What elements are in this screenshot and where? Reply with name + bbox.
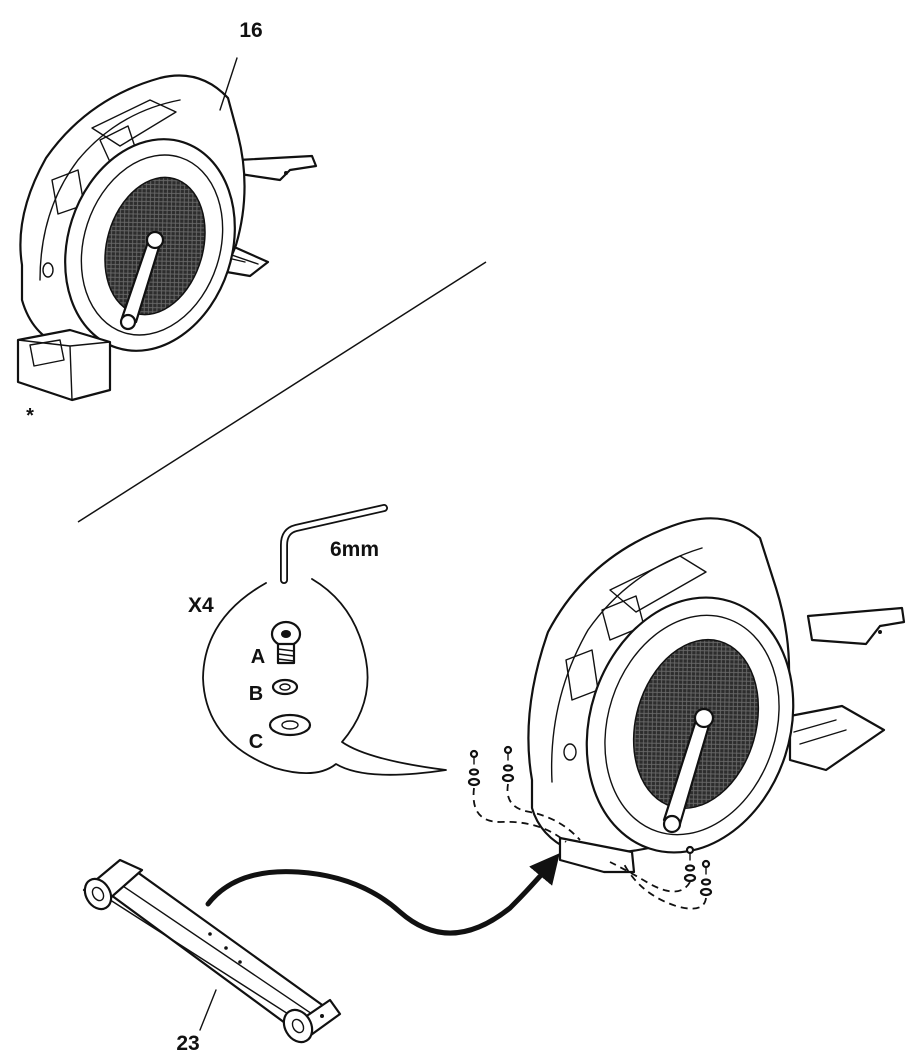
label-tool-size: 6mm: [330, 538, 379, 561]
label-washer-c: C: [249, 731, 263, 753]
frame-illustration-top: 16 *: [16, 19, 318, 427]
label-part-16: 16: [239, 19, 262, 42]
frame-illustration-bottom: [467, 517, 906, 910]
front-stabilizer: 23: [82, 858, 342, 1054]
label-quantity: X4: [188, 594, 214, 617]
label-washer-b: B: [249, 683, 263, 705]
hex-key-icon: [281, 505, 387, 583]
label-part-23: 23: [176, 1032, 199, 1054]
bolt-washer-icon: [270, 620, 302, 665]
hardware-stack-right: [683, 845, 713, 897]
hardware-callout: 6mm X4 A B C: [188, 504, 447, 776]
label-bolt-a: A: [251, 646, 265, 668]
install-direction-arrow: [205, 853, 560, 936]
hardware-stack-left: [467, 745, 515, 787]
step-divider: [77, 261, 487, 523]
label-support-note: *: [26, 405, 34, 427]
